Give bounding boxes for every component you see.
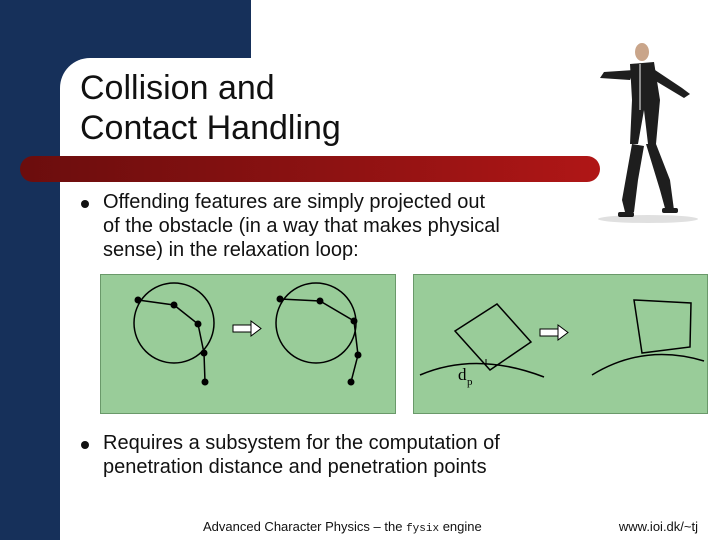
footer-caption: Advanced Character Physics – the fysix e… [203, 519, 482, 535]
bullet-1-line-1: Offending features are simply projected … [103, 191, 486, 213]
right-arrow-icon [539, 324, 569, 341]
title-line-2: Contact Handling [80, 109, 341, 147]
running-man-illustration [598, 43, 698, 223]
penetration-depth-subscript: p [467, 376, 473, 388]
penetration-depth-label: d [458, 365, 467, 384]
bullet-dot-1 [81, 200, 89, 208]
right-arrow-icon [232, 320, 262, 337]
footer-text-before: Advanced Character Physics – the [203, 519, 407, 534]
bullet-dot-2 [81, 441, 89, 449]
diagram-chain-projection [100, 274, 396, 414]
bullet-text-1: Offending features are simply projected … [103, 190, 593, 262]
title-underline-bar [20, 156, 600, 182]
bullet-2-line-1: Requires a subsystem for the computation… [103, 432, 500, 454]
diagram-box-projection: d p [413, 274, 708, 414]
bullet-1-line-3: sense) in the relaxation loop: [103, 239, 359, 261]
bullet-text-2: Requires a subsystem for the computation… [103, 431, 593, 479]
bullet-1-line-2: of the obstacle (in a way that makes phy… [103, 215, 500, 237]
footer-fysix: fysix [406, 523, 440, 535]
footer-text-after: engine [439, 519, 482, 534]
slide-title: Collision and Contact Handling [80, 68, 341, 148]
footer-url: www.ioi.dk/~tj [618, 519, 698, 534]
bullet-2-line-2: penetration distance and penetration poi… [103, 456, 487, 478]
title-line-1: Collision and [80, 69, 275, 107]
